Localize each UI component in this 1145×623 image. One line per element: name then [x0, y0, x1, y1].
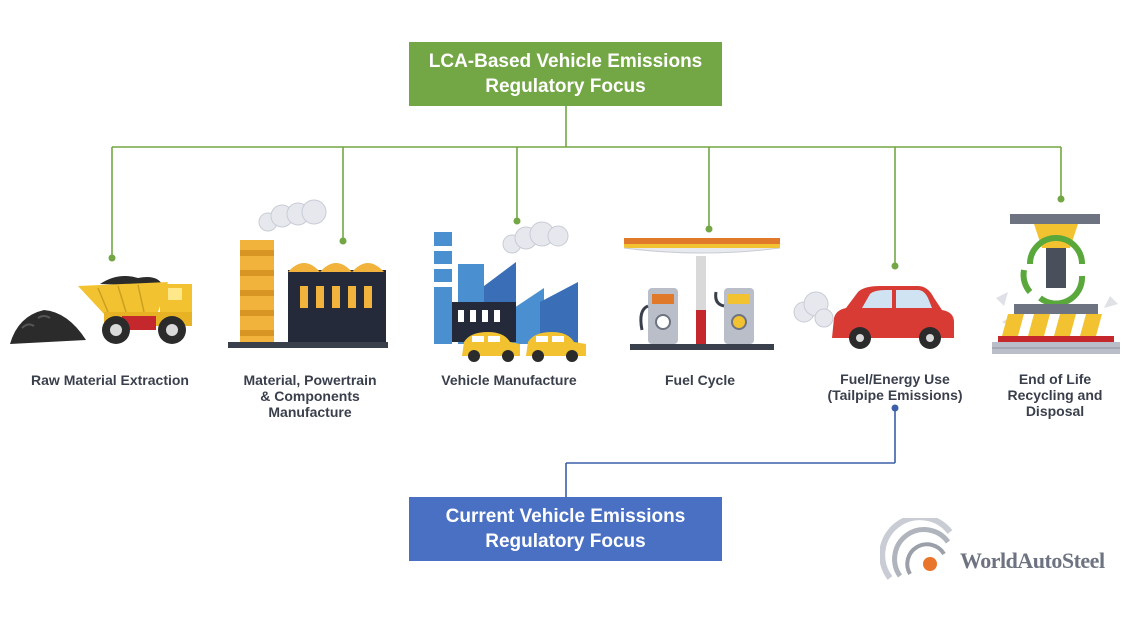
lca-regulatory-focus-box: LCA-Based Vehicle Emissions Regulatory F…	[409, 42, 722, 106]
current-connector	[565, 408, 896, 497]
mining-truck-icon	[10, 276, 192, 344]
stage-2-line-1: Material, Powertrain	[243, 372, 377, 388]
car-factory-icon	[434, 221, 586, 362]
worldautosteel-logo	[880, 518, 953, 580]
stage-label-end-of-life: End of Life Recycling and Disposal	[990, 371, 1120, 419]
lca-box-line2: Regulatory Focus	[485, 76, 646, 97]
stage-6-line-3: Disposal	[1025, 403, 1085, 419]
stage-4-line-1: Fuel Cycle	[664, 372, 736, 388]
car-exhaust-icon	[793, 286, 954, 349]
stage-6-line-1: End of Life	[1018, 371, 1092, 387]
stage-label-fuel-energy-use: Fuel/Energy Use (Tailpipe Emissions)	[805, 371, 985, 403]
current-connector-dot	[891, 404, 899, 412]
current-box-line2: Regulatory Focus	[485, 531, 646, 552]
car-crusher-icon	[992, 214, 1120, 354]
logo-text: WorldAutoSteel	[960, 548, 1105, 573]
stage-3-line-1: Vehicle Manufacture	[441, 372, 577, 388]
lca-connector-dots	[108, 195, 1065, 270]
stage-2-line-2: & Components	[260, 388, 360, 404]
stage-label-vehicle-manufacture: Vehicle Manufacture	[414, 372, 604, 388]
stage-label-material-manufacture: Material, Powertrain & Components Manufa…	[220, 372, 400, 420]
factory-icon	[228, 199, 388, 348]
stage-6-line-2: Recycling and	[1007, 387, 1103, 403]
lca-box-line1: LCA-Based Vehicle Emissions	[428, 51, 703, 72]
current-box-line1: Current Vehicle Emissions	[445, 506, 686, 527]
current-regulatory-focus-box: Current Vehicle Emissions Regulatory Foc…	[409, 497, 722, 561]
stage-label-fuel-cycle: Fuel Cycle	[620, 372, 780, 388]
stage-5-line-1: Fuel/Energy Use	[840, 371, 950, 387]
fuel-station-icon	[623, 238, 781, 350]
stage-2-line-3: Manufacture	[268, 404, 352, 420]
stage-5-line-2: (Tailpipe Emissions)	[827, 387, 963, 403]
stage-1-line-1: Raw Material Extraction	[31, 372, 189, 388]
lca-connectors	[111, 106, 1062, 266]
stage-label-raw-material-extraction: Raw Material Extraction	[10, 372, 210, 388]
